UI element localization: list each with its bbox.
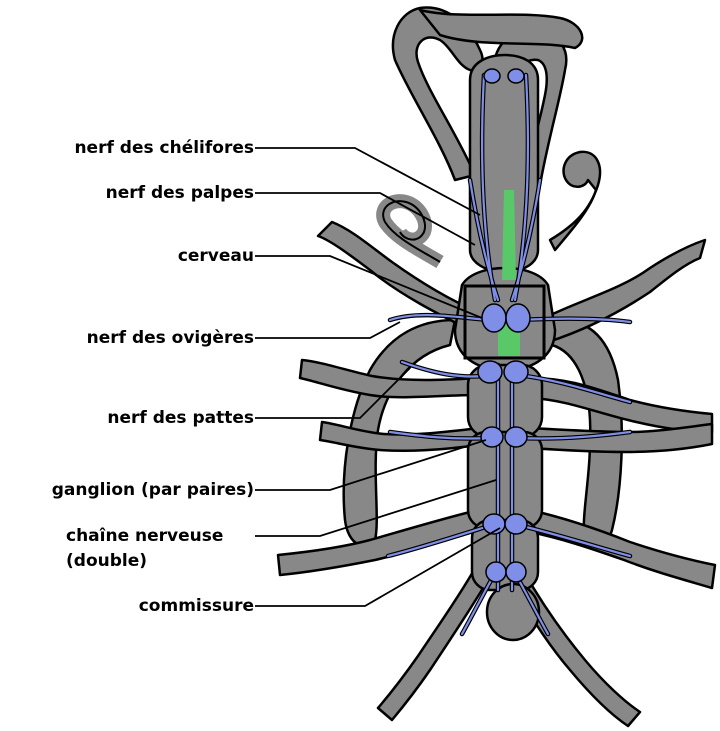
brain-right-lobe — [506, 304, 530, 332]
palp-right — [550, 152, 600, 250]
label-chelifore-nerve: nerf des chélifores — [74, 138, 254, 158]
brain-left-lobe — [482, 304, 506, 332]
ganglion-1-right — [504, 361, 528, 383]
label-oviger-nerve: nerf des ovigères — [87, 328, 254, 348]
leg-5-left — [378, 570, 488, 720]
ganglion-4-left — [486, 562, 506, 582]
ganglion-2-right — [505, 427, 527, 447]
label-nerve-cord-line1: chaîne nerveuse — [66, 526, 223, 546]
pharynx-upper — [502, 190, 516, 280]
leg-4-left — [278, 510, 480, 575]
ganglion-1-left — [478, 361, 502, 383]
abdomen — [487, 584, 539, 640]
label-brain: cerveau — [178, 246, 254, 266]
chelifore-ganglion-right — [508, 69, 524, 83]
leg-1-right — [540, 240, 705, 342]
label-commissure: commissure — [139, 596, 254, 616]
chelifore-ganglion-left — [484, 69, 500, 83]
ganglion-2-left — [481, 427, 503, 447]
leader-ovigeres — [255, 322, 400, 338]
label-leg-nerve: nerf des pattes — [107, 408, 254, 428]
label-nerve-cord-line2: (double) — [66, 551, 147, 571]
trunk-segment-2 — [468, 432, 542, 528]
ganglion-3-right — [505, 514, 527, 534]
leg-4-right — [530, 510, 715, 588]
leader-palpes — [255, 193, 475, 245]
ganglion-4-right — [506, 562, 526, 582]
label-palp-nerve: nerf des palpes — [106, 183, 254, 203]
label-ganglion: ganglion (par paires) — [52, 480, 254, 500]
